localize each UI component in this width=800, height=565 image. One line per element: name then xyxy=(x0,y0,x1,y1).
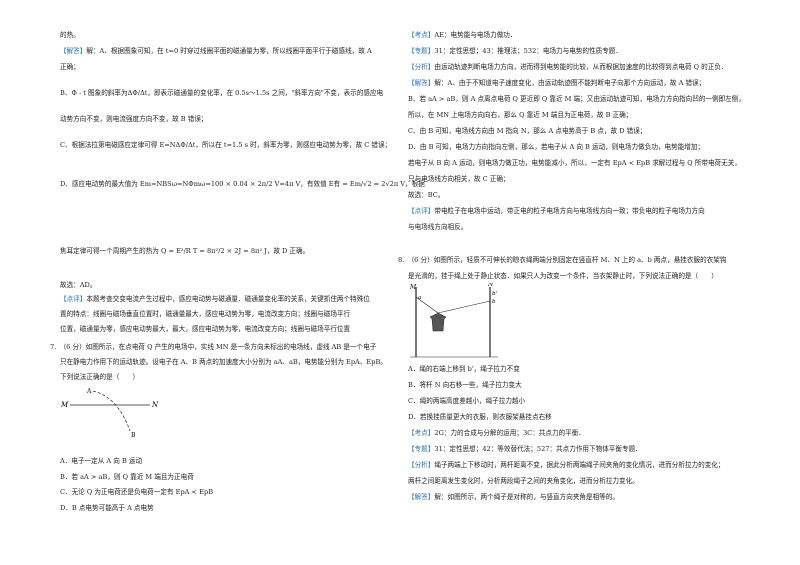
option-b: B．将杆 N 向右移一些，绳子拉力变大 xyxy=(408,381,522,389)
text-line: 的热。 xyxy=(60,31,80,39)
text-line: 焦耳定律可得一个周期产生的热为 Q = E²/R T = 8π²/2 × 2J … xyxy=(60,247,310,255)
option-d: D．若换挂质量更大的衣服，则衣服架悬挂点右移 xyxy=(408,413,552,421)
rope-left xyxy=(415,296,439,314)
question-7-stem: 7. （6 分）如图所示，在点电荷 Q 产生的电场中，实线 MN 是一条方向未标… xyxy=(50,343,377,351)
tag-review: 【点评】 xyxy=(408,207,435,215)
rope-right xyxy=(437,300,491,314)
tag-topic: 【专题】 xyxy=(408,47,435,55)
text-line: D、感应电动势的最大值为 Em=NBSω=NΦmω=100 × 0.04 × 2… xyxy=(60,180,425,188)
field-line-figure: M N A B xyxy=(60,388,159,439)
label-a: a xyxy=(418,295,421,301)
text-line: 【分析】绳子两端上下移动时，两杆距离不变，据此分析两端绳子间夹角的变化情况，进而… xyxy=(408,461,725,469)
text-line: B、Φ - t 图象的斜率为ΔΦ/Δt，即表示磁通量的变化率，在 0.5s～1.… xyxy=(60,89,384,97)
text-line: 所以，在 MN 上电场方向向右，那么 Q 靠近 M 端且为正电荷，故 B 正确； xyxy=(408,111,633,119)
text-line: 【点评】本题考查交变电流产生过程中，感应电动势与磁通量、磁通量变化率的关系，关键… xyxy=(60,295,370,303)
label-a: A xyxy=(86,388,92,395)
option-c: C．无论 Q 为正电荷还是负电荷一定有 EpA < EpB xyxy=(60,488,214,496)
trajectory-ab xyxy=(92,390,131,432)
question-7-stem: 下列说法正确的是（ ） xyxy=(60,373,140,381)
text-line: 若电子从 B 向 A 运动，则电场力做正功，电势能减小，所以，一定有 EpA <… xyxy=(408,159,741,167)
label-n: N xyxy=(487,283,494,288)
text-line: 只与电场线方向相关，故 C 正确； xyxy=(408,175,510,183)
text-line: 【解答】解：A、根据图象可知，在 t=0 时穿过线圈平面的磁通量为零，所以线圈平… xyxy=(60,47,372,55)
text-line: 动势方向不变，则电流强度方向不变，故 B 错误； xyxy=(60,115,208,123)
text-line: 【考点】AE：电势能与电场力做功． xyxy=(408,31,517,39)
label-b-prime: b' xyxy=(492,291,497,297)
option-a: A．绳的右端上移到 b'，绳子拉力不变 xyxy=(408,365,520,373)
tag-analysis: 【分析】 xyxy=(408,63,435,71)
tag-answer: 【解答】 xyxy=(408,79,435,87)
text-line: 【专题】31：定性思想；43：推理法；532：电场力与电势的性质专题． xyxy=(408,47,622,55)
text-line: 位置，磁通量为零，感应电动势最大，最大，感应电动势为零，电流改变方向；线圈与磁场… xyxy=(60,325,351,333)
text-line: 正确； xyxy=(60,63,80,71)
text-line: 【分析】由运动轨迹判断电场力方向，进而得到电势能的比较，从而根据加速度的比较得到… xyxy=(408,63,728,71)
label-b: b xyxy=(492,299,496,305)
text-line: 故选：BC。 xyxy=(408,191,445,199)
option-b: B．若 aA > aB，则 Q 靠近 M 端且为正电荷 xyxy=(60,473,194,481)
question-7-stem: 只在静电力作用下的运动轨迹。设电子在 A、B 两点的加速度大小分别为 aA、aB… xyxy=(60,358,387,366)
tag-point: 【考点】 xyxy=(408,429,435,437)
text-line: B、若 aA > aB，则 A 点离点电荷 Q 更近即 Q 靠近 M 端；又由运… xyxy=(408,95,745,103)
text-line: 两杆之间距离发生变化时，分析两段绳子之间的夹角变化，进而分析拉力变化。 xyxy=(408,477,639,485)
text-line: 【考点】2G：力的合成与分解的运用；3C：共点力的平衡． xyxy=(408,429,585,437)
text-line: C、根据法拉第电磁感应定律可得 E=NΔΦ/Δt，所以在 t=1.5 s 时，斜… xyxy=(60,141,392,149)
clothes-icon xyxy=(429,312,447,332)
text-line: 故选：AD。 xyxy=(60,281,97,289)
question-8-stem: 8. （6 分）如图所示，轻质不可伸长的晾衣绳两端分别固定在竖直杆 M、N 上的… xyxy=(398,256,727,264)
tag-point: 【考点】 xyxy=(408,31,435,39)
text-line: 置的特点：线圈与磁场垂直位置时，磁通量最大，感应电动势为零，电流改变方向；线圈与… xyxy=(60,310,351,318)
text-line: C、由 B 可知，电场线方向由 M 指向 N，那么 A 点电势高于 B 点，故 … xyxy=(408,127,647,135)
label-b: B xyxy=(131,432,136,439)
label-n: N xyxy=(151,401,159,409)
tag-topic: 【专题】 xyxy=(408,445,435,453)
text-line: D、由 B 可知，电场力方向指向左侧，那么，若电子从 A 向 B 运动，则电场力… xyxy=(408,143,705,151)
text-line: 与电场线方向相反。 xyxy=(408,223,468,231)
clothesline-figure: M N a b b' xyxy=(410,283,498,358)
label-m: M xyxy=(60,401,69,409)
tag-review: 【点评】 xyxy=(60,295,87,303)
option-d: D．B 点电势可能高于 A 点电势 xyxy=(60,504,154,512)
text-line: 【解答】解：如图所示，两个绳子是对称的，与竖直方向夹角是相等的。 xyxy=(408,493,619,501)
option-c: C．绳的两端高度差越小，绳子拉力越小 xyxy=(408,397,526,405)
option-a: A．电子一定从 A 向 B 运动 xyxy=(60,457,143,465)
text-line: 【专题】31：定性思想；42：等效替代法；527：共点力作用下物体平衡专题． xyxy=(408,445,642,453)
label-m: M xyxy=(410,284,417,291)
tag-answer: 【解答】 xyxy=(60,47,87,55)
text-line: 【点评】带电粒子在电场中运动，带正电的粒子电场方向与电场线方向一致；带负电的粒子… xyxy=(408,207,705,215)
question-8-stem: 是光滑的，挂于绳上处于静止状态．如果只人为改变一个条件，当衣架静止时，下列说法正… xyxy=(408,272,718,280)
tag-answer: 【解答】 xyxy=(408,493,435,501)
tag-analysis: 【分析】 xyxy=(408,461,435,469)
text-line: 【解答】解：A、由于不知道电子速度变化，由运动轨迹图不能判断电子向那个方向运动，… xyxy=(408,79,706,87)
